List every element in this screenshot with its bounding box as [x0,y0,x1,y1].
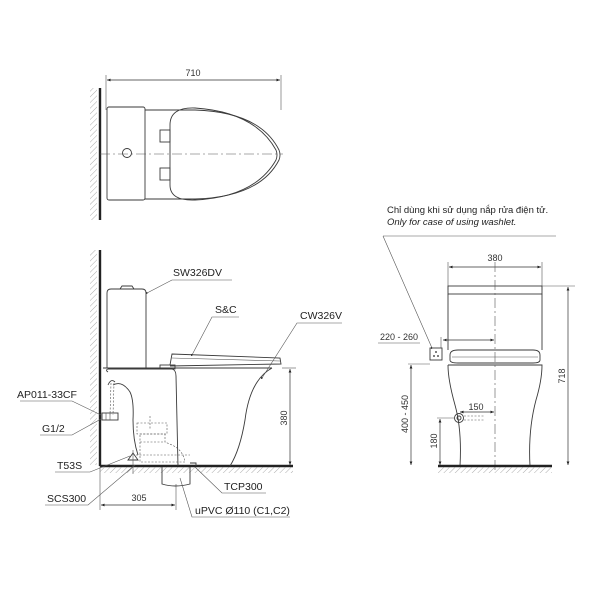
label-seal-kit: SCS300 [47,493,86,505]
flush-button-icon [122,148,132,158]
label-floor-fixing: T53S [57,460,82,472]
label-seat-cover: S&C [215,304,237,316]
bowl-front-curve [229,367,273,467]
wall-hatch [90,250,97,465]
tank-side [106,288,147,369]
supply-valve-icon [454,413,464,423]
drain-pipe [161,467,191,487]
label-thread: G1/2 [42,423,65,435]
front-view: Chỉ dùng khi sử dụng nắp rửa điện tử. On… [378,205,575,473]
power-outlet-icon [429,347,443,361]
hinge-icon [159,129,171,143]
dim-label-width: 380 [487,253,502,263]
label-drain-flange: TCP300 [224,481,263,493]
note-vietnamese: Chỉ dùng khi sử dụng nắp rửa điện tử. [387,205,548,216]
dim-label-outlet-height: 400 - 450 [400,395,410,433]
dim-label-drain-offset: 305 [131,493,146,503]
bowl-outline [145,109,281,200]
hinge-icon [159,167,171,181]
seat-front [449,349,541,364]
label-tank: SW326DV [173,267,222,279]
side-view: 380 305 SW326DV S&C CW326V AP011-33CF G1… [17,250,342,518]
dim-label-supply-offset: 150 [468,402,483,412]
dim-label-rim-height: 380 [279,410,289,425]
tank-top [106,106,146,201]
dim-label-overall-height: 718 [557,368,567,383]
dim-label-710: 710 [185,68,200,78]
wall-hatch [90,88,97,220]
label-supply-valve: AP011-33CF [17,389,77,401]
dim-label-outlet-offset: 220 - 260 [380,332,418,342]
label-bowl: CW326V [300,310,342,322]
top-view: 710 [90,68,283,220]
dim-label-supply-height: 180 [429,433,439,448]
label-drain-pipe: uPVC Ø110 (C1,C2) [195,505,290,517]
seat-lid-top [169,107,278,201]
seat-side [169,353,282,367]
note-english: Only for case of using washlet. [387,217,516,228]
